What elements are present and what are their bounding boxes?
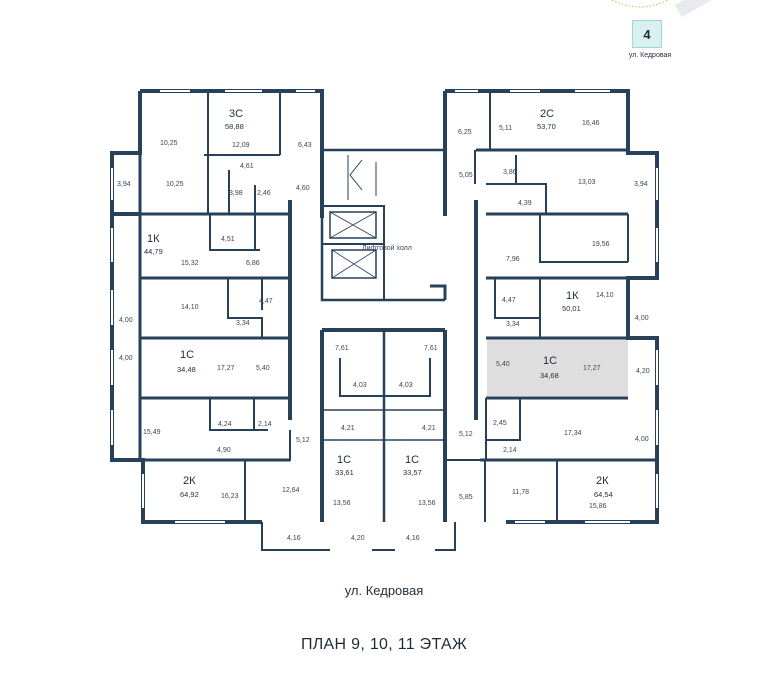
- apartment-area: 44,79: [144, 247, 163, 256]
- section-street-label: ул. Кедровая: [628, 52, 672, 59]
- apartment-type: 1К: [147, 233, 160, 245]
- room-area: 4,00: [635, 315, 649, 322]
- room-area: 14,10: [181, 304, 199, 311]
- highlighted-apartment: [487, 338, 628, 396]
- room-area: 4,21: [341, 425, 355, 432]
- room-area: 17,27: [217, 365, 235, 372]
- apartment-labels: 3С 58,88 2С 53,70 1К 44,79 1К 50,01 1С 3…: [144, 108, 613, 499]
- room-area: 4,16: [406, 535, 420, 542]
- apartment-type: 2К: [183, 475, 196, 487]
- room-area: 11,78: [512, 489, 529, 496]
- apartment-area: 33,57: [403, 468, 422, 477]
- compass-decoration: [674, 0, 717, 18]
- room-area: 5,40: [496, 361, 510, 368]
- room-area: 5,85: [459, 494, 473, 501]
- room-area: 4,03: [399, 382, 413, 389]
- room-area: 12,64: [282, 487, 300, 494]
- room-labels: 10,25 12,09 6,43 6,25 5,11 16,46 3,94 10…: [117, 120, 650, 542]
- room-area: 4,00: [119, 355, 133, 362]
- apartment-type: 1С: [337, 454, 351, 466]
- room-area: 4,16: [287, 535, 301, 542]
- elevator-hall-label: Лифтовой холл: [362, 244, 412, 252]
- room-area: 2,14: [503, 447, 517, 454]
- room-area: 4,00: [119, 317, 133, 324]
- apartment-area: 64,92: [180, 490, 199, 499]
- room-area: 15,86: [589, 503, 607, 510]
- apartment-area: 50,01: [562, 304, 581, 313]
- room-area: 4,21: [422, 425, 436, 432]
- room-area: 4,51: [221, 236, 235, 243]
- room-area: 15,49: [143, 429, 161, 436]
- room-area: 4,47: [259, 298, 273, 305]
- room-area: 2,14: [258, 421, 272, 428]
- room-area: 5,11: [499, 125, 512, 132]
- walls: [110, 89, 659, 551]
- room-area: 13,03: [578, 179, 596, 186]
- room-area: 2,46: [257, 190, 271, 197]
- plan-title: ПЛАН 9, 10, 11 ЭТАЖ: [300, 636, 468, 653]
- room-area: 13,56: [333, 500, 351, 507]
- room-area: 6,86: [246, 260, 260, 267]
- room-area: 14,10: [596, 292, 614, 299]
- room-area: 4,00: [635, 436, 649, 443]
- room-area: 4,03: [353, 382, 367, 389]
- apartment-area: 34,68: [540, 371, 559, 380]
- room-area: 4,20: [636, 368, 650, 375]
- room-area: 4,47: [502, 297, 516, 304]
- apartment-type: 1С: [543, 355, 557, 367]
- apartment-type: 3С: [229, 108, 243, 120]
- room-area: 4,20: [351, 535, 365, 542]
- room-area: 2,45: [493, 420, 507, 427]
- room-area: 4,61: [240, 163, 254, 170]
- room-area: 4,39: [518, 200, 532, 207]
- room-area: 10,25: [166, 181, 184, 188]
- room-area: 16,46: [582, 120, 600, 127]
- room-area: 15,32: [181, 260, 199, 267]
- section-number-badge: 4: [632, 20, 662, 48]
- room-area: 4,60: [296, 185, 310, 192]
- apartment-type: 2С: [540, 108, 554, 120]
- room-area: 7,96: [506, 256, 520, 263]
- room-area: 3,34: [506, 321, 520, 328]
- apartment-area: 58,88: [225, 122, 244, 131]
- room-area: 13,56: [418, 500, 436, 507]
- room-area: 7,61: [335, 345, 349, 352]
- apartment-area: 64,54: [594, 490, 613, 499]
- apartment-type: 1К: [566, 290, 579, 302]
- room-area: 5,12: [459, 431, 473, 438]
- street-label: ул. Кедровая: [344, 583, 424, 598]
- room-area: 5,40: [256, 365, 270, 372]
- room-area: 5,05: [459, 172, 473, 179]
- room-area: 3,94: [117, 181, 131, 188]
- room-area: 16,23: [221, 493, 239, 500]
- apartment-area: 53,70: [537, 122, 556, 131]
- room-area: 17,27: [583, 365, 601, 372]
- room-area: 3,34: [236, 320, 250, 327]
- windows: [111, 90, 658, 551]
- apartment-type: 1С: [405, 454, 419, 466]
- room-area: 3,98: [229, 190, 243, 197]
- room-area: 12,09: [232, 142, 250, 149]
- apartment-type: 2К: [596, 475, 609, 487]
- room-area: 4,24: [218, 421, 232, 428]
- room-area: 3,86: [503, 169, 517, 176]
- room-area: 6,43: [298, 142, 312, 149]
- room-area: 6,25: [458, 129, 472, 136]
- apartment-type: 1С: [180, 349, 194, 361]
- room-area: 10,25: [160, 140, 178, 147]
- room-area: 5,12: [296, 437, 310, 444]
- room-area: 3,94: [634, 181, 648, 188]
- room-area: 7,61: [424, 345, 438, 352]
- room-area: 4,90: [217, 447, 231, 454]
- room-area: 19,56: [592, 241, 610, 248]
- apartment-area: 34,48: [177, 365, 196, 374]
- room-area: 17,34: [564, 430, 582, 437]
- apartment-area: 33,61: [335, 468, 354, 477]
